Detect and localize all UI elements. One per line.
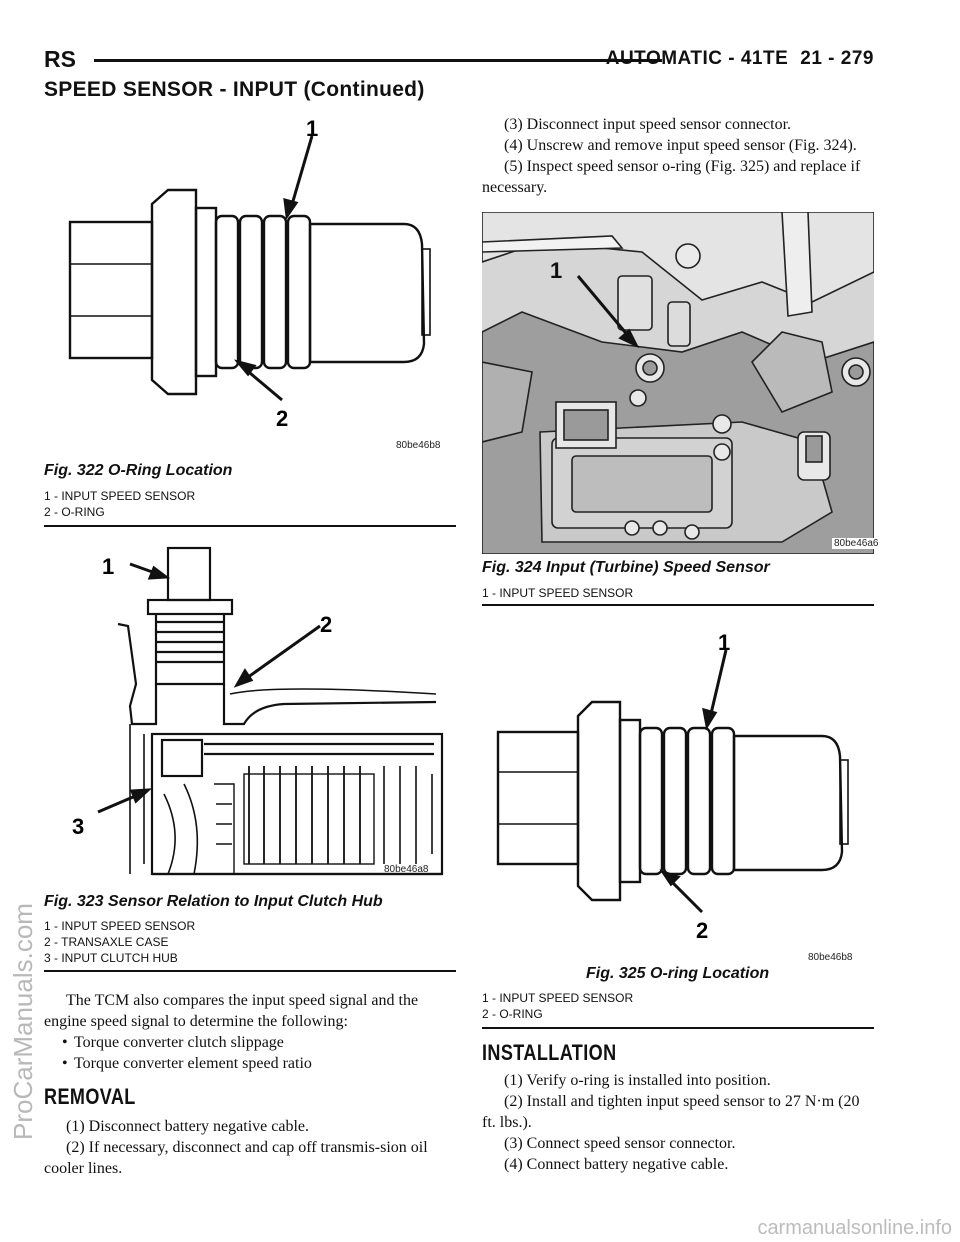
- figure-324: 1 80be46a6: [482, 212, 881, 554]
- header-right: AUTOMATIC - 41TE 21 - 279: [594, 48, 874, 70]
- bullet-glyph: •: [62, 1055, 68, 1072]
- fig323-callout-3: 3: [72, 814, 84, 839]
- side-watermark: ProCarManuals.com: [8, 903, 38, 1140]
- header-model-code: RS: [44, 46, 76, 72]
- header-rule: [94, 59, 662, 62]
- removal-heading: REMOVAL: [44, 1084, 136, 1109]
- fig325-caption: Fig. 325 O-ring Location: [586, 965, 770, 982]
- installation-steps: (1) Verify o-ring is installed into posi…: [482, 1070, 874, 1175]
- fig324-caption: Fig. 324 Input (Turbine) Speed Sensor: [482, 559, 770, 576]
- fig324-callout-1: 1: [550, 258, 562, 283]
- fig325-callout-1: 1: [718, 630, 730, 655]
- fig322-code: 80be46b8: [396, 440, 441, 451]
- figure-325: 1 2 80be46b8: [482, 620, 874, 963]
- left-body-text: The TCM also compares the input speed si…: [44, 990, 456, 1074]
- fig322-callout-2: 2: [276, 406, 288, 431]
- fig325-code: 80be46b8: [808, 952, 853, 963]
- right-steps-top: (3) Disconnect input speed sensor connec…: [482, 114, 874, 198]
- input-clutch-hub-illustration: [117, 546, 444, 876]
- fig325-legend: 1 - INPUT SPEED SENSOR 2 - O-RING: [482, 990, 633, 1022]
- fig323-code: 80be46a8: [384, 864, 429, 875]
- o-ring-sensor-illustration: [68, 188, 431, 396]
- fig323-rule: [44, 970, 456, 972]
- installation-step: (2) Install and tighten input speed sens…: [482, 1093, 860, 1131]
- removal-steps: (1) Disconnect battery negative cable. (…: [44, 1116, 456, 1179]
- fig322-legend: 1 - INPUT SPEED SENSOR 2 - O-RING: [44, 488, 195, 520]
- fig323-callout-1: 1: [102, 554, 114, 579]
- bottom-watermark: carmanualsonline.info: [757, 1217, 952, 1239]
- fig323-caption: Fig. 323 Sensor Relation to Input Clutch…: [44, 893, 383, 910]
- fig322-legend-item: 2 - O-RING: [44, 505, 105, 519]
- bullet-text: Torque converter clutch slippage: [74, 1034, 284, 1051]
- bullet-item: • Torque converter clutch slippage: [44, 1032, 456, 1053]
- removal-step: (5) Inspect speed sensor o-ring (Fig. 32…: [482, 158, 861, 196]
- figure-323: 1 2 3 80be46a8: [44, 534, 456, 890]
- fig324-code: 80be46a6: [832, 538, 881, 549]
- bullet-item: • Torque converter element speed ratio: [44, 1053, 456, 1074]
- fig323-legend-item: 2 - TRANSAXLE CASE: [44, 935, 169, 949]
- fig325-rule: [482, 1027, 874, 1029]
- intro-paragraph: The TCM also compares the input speed si…: [44, 992, 419, 1030]
- fig323-legend: 1 - INPUT SPEED SENSOR 2 - TRANSAXLE CAS…: [44, 918, 195, 966]
- page-header: RS AUTOMATIC - 41TE 21 - 279: [44, 46, 874, 76]
- installation-step: (4) Connect battery negative cable.: [504, 1156, 729, 1173]
- fig323-legend-item: 1 - INPUT SPEED SENSOR: [44, 919, 196, 933]
- header-page-number: 21 - 279: [800, 48, 874, 69]
- fig323-callouts: 1 2 3: [72, 554, 332, 839]
- fig325-legend-item: 2 - O-RING: [482, 1007, 543, 1021]
- o-ring-sensor-illustration: 1 2: [496, 630, 849, 943]
- fig323-callout-2: 2: [320, 612, 332, 637]
- bullet-text: Torque converter element speed ratio: [74, 1055, 312, 1072]
- fig325-callout-2: 2: [696, 918, 708, 943]
- turbine-speed-sensor-photo: 1: [482, 212, 874, 554]
- fig322-rule: [44, 525, 456, 527]
- fig324-rule: [482, 604, 874, 606]
- section-title: SPEED SENSOR - INPUT (Continued): [44, 78, 425, 101]
- removal-step: (1) Disconnect battery negative cable.: [66, 1118, 309, 1135]
- installation-step: (3) Connect speed sensor connector.: [504, 1135, 736, 1152]
- installation-step: (1) Verify o-ring is installed into posi…: [504, 1072, 771, 1089]
- fig323-legend-item: 3 - INPUT CLUTCH HUB: [44, 951, 178, 965]
- fig322-caption: Fig. 322 O-Ring Location: [44, 462, 233, 479]
- fig325-legend-item: 1 - INPUT SPEED SENSOR: [482, 991, 634, 1005]
- fig322-callout-1: 1: [306, 116, 318, 141]
- installation-heading: INSTALLATION: [482, 1040, 617, 1065]
- removal-step: (2) If necessary, disconnect and cap off…: [44, 1139, 428, 1177]
- fig324-legend-item: 1 - INPUT SPEED SENSOR: [482, 586, 634, 600]
- fig324-legend: 1 - INPUT SPEED SENSOR: [482, 585, 633, 601]
- header-section: AUTOMATIC - 41TE: [605, 48, 789, 69]
- fig322-callouts: 1 2: [233, 116, 318, 431]
- removal-step: (3) Disconnect input speed sensor connec…: [504, 116, 792, 133]
- figure-322: 80be46b8 1 2: [44, 104, 456, 459]
- bullet-glyph: •: [62, 1034, 68, 1051]
- removal-step: (4) Unscrew and remove input speed senso…: [504, 137, 857, 154]
- fig322-legend-item: 1 - INPUT SPEED SENSOR: [44, 489, 196, 503]
